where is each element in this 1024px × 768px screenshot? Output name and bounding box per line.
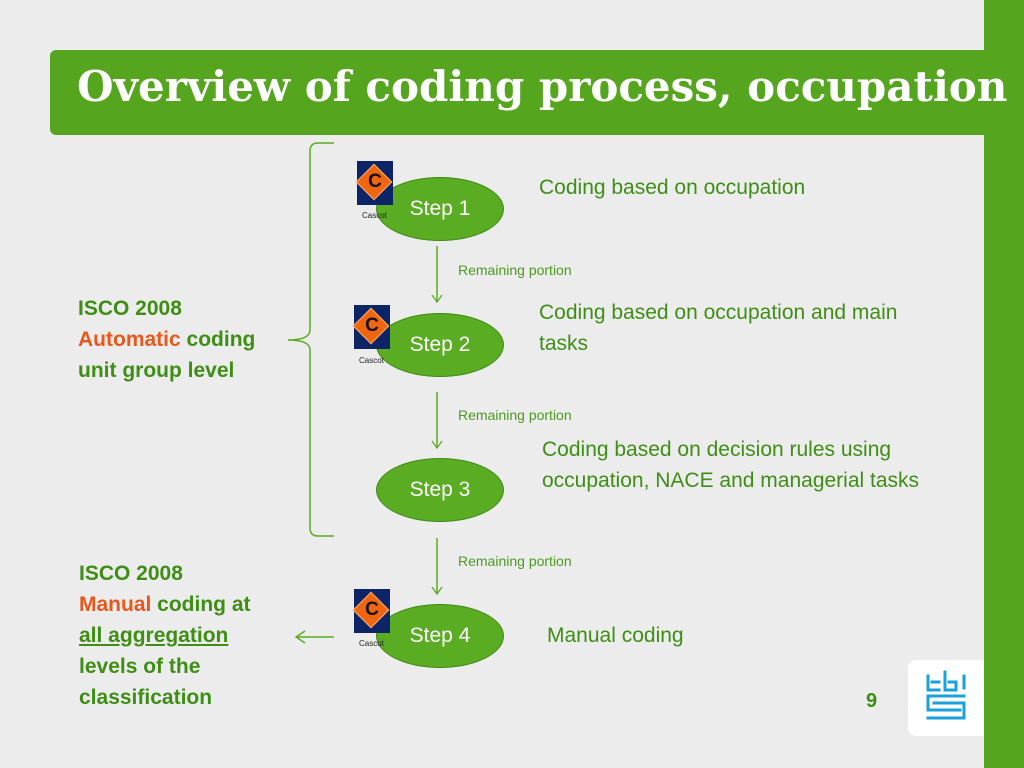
- manual-line3: all aggregation: [79, 624, 229, 647]
- cascot-logo-caption: Cascot: [359, 356, 384, 365]
- manual-coding-group: ISCO 2008 Manual coding at all aggregati…: [79, 558, 251, 713]
- cascot-logo-icon: C: [352, 305, 390, 349]
- step-2-description: Coding based on occupation and main task…: [539, 301, 898, 355]
- step-1-label: Step 1: [409, 197, 471, 220]
- automatic-group-brace: [287, 142, 334, 537]
- step-4-label: Step 4: [409, 624, 471, 647]
- cascot-logo-letter: C: [365, 315, 379, 336]
- step-2-label: Step 2: [409, 333, 471, 356]
- step-3-label: Step 3: [409, 478, 471, 501]
- side-accent-bar: [984, 0, 1024, 768]
- slide-title: Overview of coding process, occupation: [77, 62, 1008, 111]
- manual-line5: classification: [79, 686, 213, 709]
- cascot-logo-letter: C: [365, 599, 379, 620]
- manual-arrow-head: [294, 630, 306, 644]
- step-3-description: Coding based on decision rules using occ…: [542, 438, 920, 492]
- manual-line4: levels of the: [79, 655, 201, 678]
- remaining-portion-label: Remaining portion: [458, 553, 572, 569]
- automatic-line2-rest: coding: [180, 328, 256, 351]
- cbs-logo: [908, 660, 984, 736]
- automatic-line1: ISCO 2008: [78, 297, 182, 320]
- cascot-logo-letter: C: [368, 171, 382, 192]
- cascot-logo-icon: C: [352, 589, 390, 633]
- step-4-node: Step 4: [376, 604, 504, 668]
- automatic-highlight: Automatic: [78, 328, 181, 351]
- step-3-node: Step 3: [376, 458, 504, 522]
- cbs-logo-icon: [926, 670, 966, 720]
- manual-highlight: Manual: [79, 593, 152, 616]
- automatic-coding-group: ISCO 2008 Automatic coding unit group le…: [78, 293, 255, 386]
- step-1-node: Step 1: [376, 177, 504, 241]
- remaining-portion-label: Remaining portion: [458, 262, 572, 278]
- automatic-line3: unit group level: [78, 359, 235, 382]
- step-2-node: Step 2: [376, 313, 504, 377]
- step-4-description: Manual coding: [547, 624, 684, 647]
- step-1-description: Coding based on occupation: [539, 176, 806, 199]
- cascot-logo-caption: Cascot: [362, 211, 387, 220]
- cascot-logo-icon: C: [355, 161, 393, 205]
- cascot-logo-caption: Cascot: [359, 639, 384, 648]
- manual-line2-rest: coding at: [151, 593, 251, 616]
- page-number: 9: [866, 690, 878, 712]
- manual-line1: ISCO 2008: [79, 562, 183, 585]
- title-bar: Overview of coding process, occupation: [50, 50, 1007, 135]
- remaining-portion-label: Remaining portion: [458, 407, 572, 423]
